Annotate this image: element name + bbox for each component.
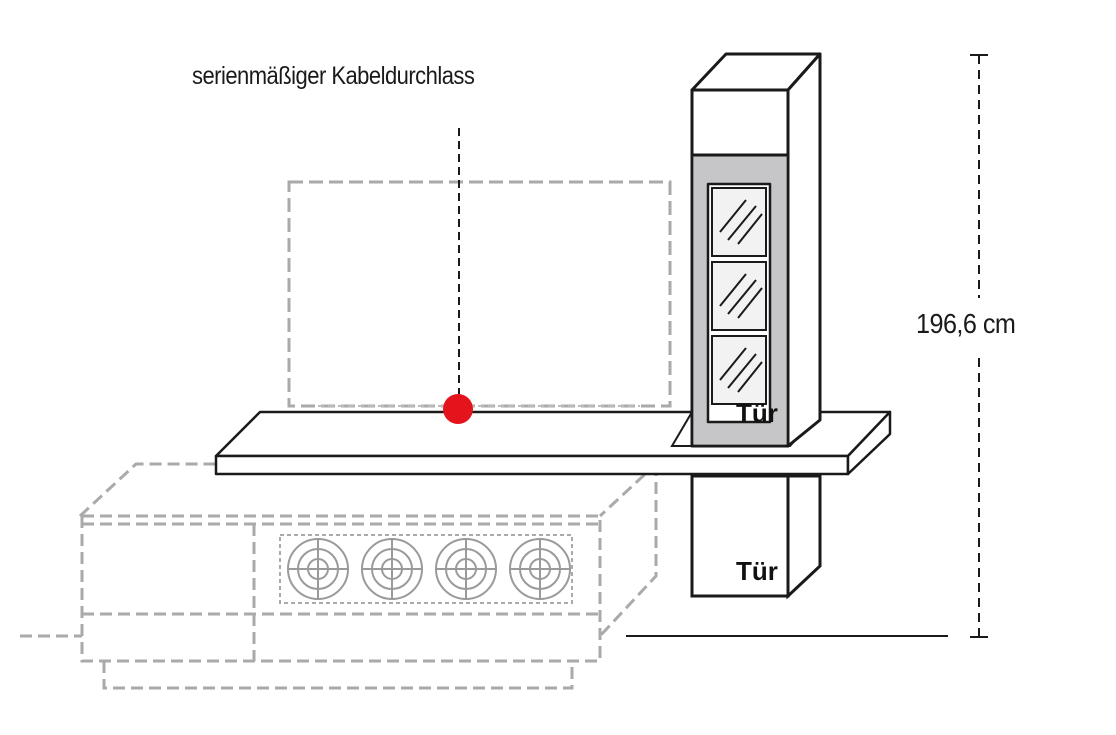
height-dimension-label: 196,6 cm	[916, 308, 1016, 339]
cabinet-lower	[690, 474, 822, 600]
glass-hatch	[719, 199, 763, 393]
speaker-grille	[279, 534, 573, 604]
cable-passage-label: serienmäßiger Kabeldurchlass	[192, 62, 475, 90]
cable-passage-marker	[443, 394, 473, 424]
lowboard-dashed	[20, 462, 660, 690]
door-label-upper: Tür	[736, 398, 778, 428]
glass-shelves	[711, 187, 767, 405]
height-dimension	[970, 54, 988, 638]
tv-outline-dashed	[287, 180, 672, 408]
door-label-lower: Tür	[736, 556, 778, 586]
